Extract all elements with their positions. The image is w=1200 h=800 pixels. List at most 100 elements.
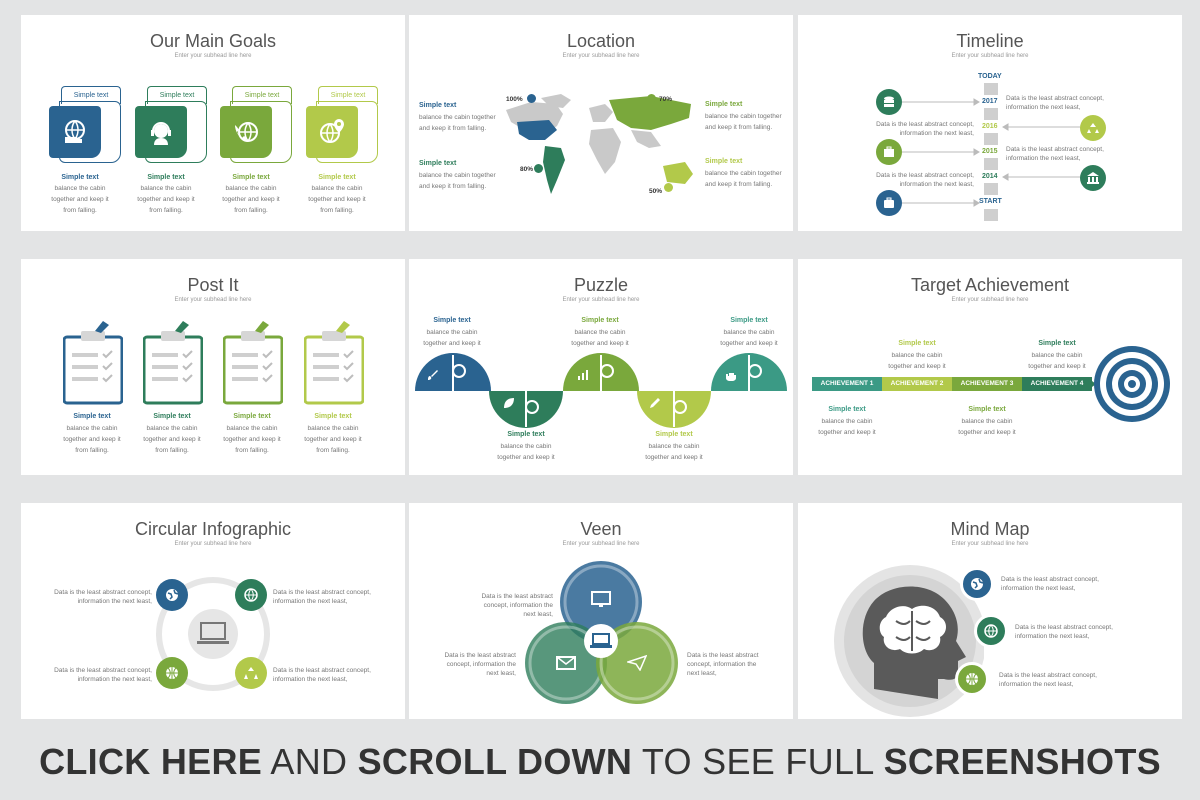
veen-desc-1: Data is the least abstract [481, 593, 553, 600]
puzzle-desc-1: balance the cabin [426, 329, 478, 336]
location-marker [534, 164, 543, 173]
banner-scroll-down[interactable]: SCROLL DOWN [357, 741, 633, 782]
slide-mind-map[interactable]: Mind Map Enter your subhead line here Da… [798, 503, 1182, 719]
slide-title: Post It [187, 275, 239, 295]
circular-desc-2: information the next least, [77, 676, 152, 683]
slide-title: Timeline [956, 31, 1024, 51]
timeline-desc-2: information the next least, [899, 181, 974, 188]
mindmap-desc-2: information the next least, [1001, 585, 1076, 592]
postit-desc-2: together and keep it [63, 436, 121, 443]
circular-desc-1: Data is the least abstract concept, [273, 589, 371, 596]
target-desc-2: together and keep it [818, 429, 876, 436]
clipboard-icon [63, 321, 123, 405]
puzzle-desc-2: together and keep it [720, 340, 778, 347]
timeline-desc-1: Data is the least abstract concept, [876, 172, 974, 179]
target-desc-2: together and keep it [958, 429, 1016, 436]
postit-label: Simple text [314, 413, 352, 420]
slide-title: Our Main Goals [149, 31, 277, 51]
slide-circular-infographic[interactable]: Circular Infographic Enter your subhead … [21, 503, 405, 719]
slide-post-it[interactable]: Post It Enter your subhead line here Sim… [21, 259, 405, 475]
location-marker [664, 183, 673, 192]
target-desc-1: balance the cabin [891, 352, 943, 359]
slide-title: Mind Map [950, 519, 1030, 539]
slide-title: Puzzle [573, 275, 629, 295]
goal-desc-2: together and keep it [51, 196, 109, 203]
postit-desc-1: balance the cabin [226, 425, 278, 432]
slide-our-main-goals[interactable]: Our Main Goals Enter your subhead line h… [21, 15, 405, 231]
puzzle-label: Simple text [655, 431, 693, 438]
slide-subhead: Enter your subhead line here [951, 53, 1029, 59]
timeline-desc-2: information the next least, [1006, 104, 1081, 111]
goal-desc-2: together and keep it [137, 196, 195, 203]
location-desc-1: balance the cabin together [705, 170, 782, 177]
location-percent: 70% [659, 96, 673, 103]
circular-desc-2: information the next least, [273, 676, 348, 683]
laptop-icon [197, 622, 229, 644]
slide-title: Target Achievement [910, 275, 1070, 295]
slide-title: Circular Infographic [134, 519, 292, 539]
postit-desc-3: from falling. [235, 447, 269, 454]
goal-desc-1: balance the cabin [225, 185, 277, 192]
bank-icon [1080, 165, 1106, 191]
banner-and: AND [262, 741, 358, 782]
mindmap-desc-1: Data is the least abstract concept, [1015, 624, 1113, 631]
postit-label: Simple text [153, 413, 191, 420]
location-desc-2: and keep it from falling. [705, 181, 773, 188]
mindmap-desc-2: information the next least, [1015, 633, 1090, 640]
goal-label: Simple text [318, 174, 356, 181]
puzzle-label: Simple text [507, 431, 545, 438]
target-desc-1: balance the cabin [961, 418, 1013, 425]
goal-desc-3: from falling. [149, 207, 183, 214]
slide-subhead: Enter your subhead line here [951, 297, 1029, 303]
puzzle-label: Simple text [581, 317, 619, 324]
mindmap-desc-2: information the next least, [999, 681, 1074, 688]
postit-desc-2: together and keep it [223, 436, 281, 443]
slide-title: Location [566, 31, 636, 51]
location-marker [527, 94, 536, 103]
world-grid-icon [235, 579, 267, 611]
achievement-1: ACHIEVEMENT 1 [812, 377, 882, 391]
location-percent: 80% [520, 166, 534, 173]
slide-location[interactable]: Location Enter your subhead line here 10… [409, 15, 793, 231]
postit-desc-1: balance the cabin [66, 425, 118, 432]
puzzle-desc-1: balance the cabin [723, 329, 775, 336]
location-desc-1: balance the cabin together [419, 172, 496, 179]
slide-target-achievement[interactable]: Target Achievement Enter your subhead li… [798, 259, 1182, 475]
circular-desc-2: information the next least, [77, 598, 152, 605]
postit-desc-3: from falling. [316, 447, 350, 454]
circular-ring [156, 577, 270, 691]
puzzle-desc-2: together and keep it [571, 340, 629, 347]
slide-subhead: Enter your subhead line here [562, 297, 640, 303]
slide-title: Veen [580, 519, 622, 539]
location-label: Simple text [705, 158, 743, 165]
hand-pointer-icon [726, 370, 736, 381]
achievement-2: ACHIEVEMENT 2 [882, 377, 952, 391]
recycle-icon [1080, 115, 1106, 141]
slide-subhead: Enter your subhead line here [562, 541, 640, 547]
postit-desc-1: balance the cabin [307, 425, 359, 432]
timeline-year: 2016 [982, 123, 998, 130]
banner-click-here[interactable]: CLICK HERE [39, 741, 263, 782]
slide-veen[interactable]: Veen Enter your subhead line here Data i… [409, 503, 793, 719]
cta-banner[interactable]: CLICK HERE AND SCROLL DOWN TO SEE FULL S… [0, 728, 1200, 800]
timeline-desc-2: information the next least, [1006, 155, 1081, 162]
veen-desc-1: Data is the least abstract [687, 652, 759, 659]
slide-timeline[interactable]: Timeline Enter your subhead line here TO… [798, 15, 1182, 231]
slide-subhead: Enter your subhead line here [174, 297, 252, 303]
postit-desc-2: together and keep it [304, 436, 362, 443]
puzzle-desc-2: together and keep it [423, 340, 481, 347]
puzzle-desc-1: balance the cabin [574, 329, 626, 336]
goal-desc-3: from falling. [320, 207, 354, 214]
goal-tag: Simple text [147, 86, 207, 104]
recycle-icon [235, 657, 267, 689]
timeline-desc-1: Data is the least abstract concept, [1006, 95, 1104, 102]
leaf-icon [504, 398, 514, 408]
slide-puzzle[interactable]: Puzzle Enter your subhead line here Simp… [409, 259, 793, 475]
target-desc-1: balance the cabin [821, 418, 873, 425]
goal-box [306, 106, 358, 158]
goal-desc-1: balance the cabin [54, 185, 106, 192]
mindmap-desc-1: Data is the least abstract concept, [999, 672, 1097, 679]
target-label: Simple text [1038, 340, 1076, 347]
head-brain-icon [834, 565, 984, 717]
banner-screenshots[interactable]: SCREENSHOTS [883, 741, 1161, 782]
